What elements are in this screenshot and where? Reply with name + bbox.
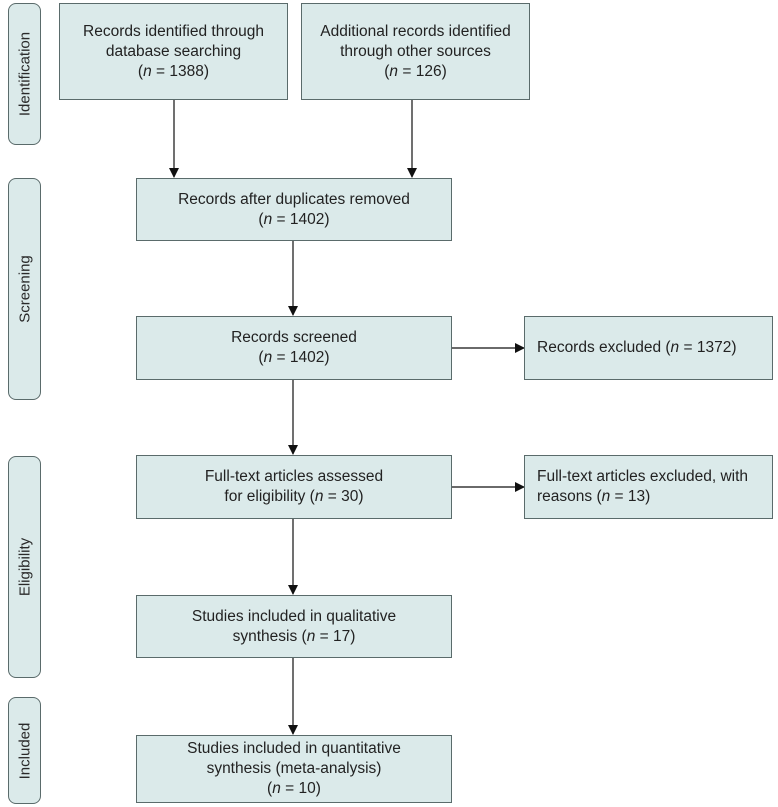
count-quantitative: 10 [298, 780, 316, 797]
box-qualitative-synthesis: Studies included in qualitative synthesi… [136, 595, 452, 658]
box-records-excluded: Records excluded (n = 1372) [524, 316, 773, 380]
count-duplicates-removed: 1402 [289, 210, 325, 228]
count-qualitative: 17 [332, 627, 351, 645]
box-database-search: Records identified through database sear… [59, 3, 288, 100]
count-fulltext-assessed: 30 [341, 488, 359, 505]
box-fulltext-assessed: Full-text articles assessed for eligibil… [136, 455, 452, 519]
count-fulltext-excluded: 13 [627, 488, 646, 505]
box-quantitative-synthesis: Studies included in quantitative synthes… [136, 735, 452, 803]
box-records-screened: Records screened (n = 1402) [136, 316, 452, 380]
stage-screening: Screening [8, 178, 41, 400]
stage-eligibility: Eligibility [8, 456, 41, 678]
box-duplicates-removed: Records after duplicates removed (n = 14… [136, 178, 452, 241]
count-excluded: 1372 [696, 339, 732, 356]
stage-identification: Identification [8, 3, 41, 145]
count-database: 1388 [169, 62, 204, 80]
count-screened: 1402 [289, 349, 325, 366]
box-other-sources: Additional records identified through ot… [301, 3, 530, 100]
stage-included: Included [8, 697, 41, 804]
count-other-sources: 126 [415, 62, 442, 80]
box-fulltext-excluded: Full-text articles excluded, with reason… [524, 455, 773, 519]
